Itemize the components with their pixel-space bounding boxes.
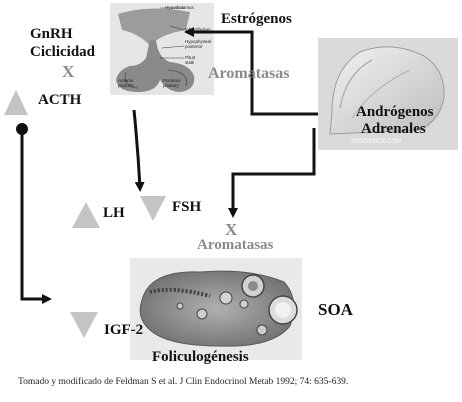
acth-to-ovary-arrow <box>20 129 52 304</box>
pituitary-to-fsh-arrow <box>132 109 145 192</box>
acth-up-triangle <box>4 90 28 115</box>
pituitary-label-posterior: posterior <box>185 44 203 49</box>
aromatasas-top-label: Aromatasas <box>208 65 290 82</box>
pituitary-image <box>110 3 214 95</box>
igf2-down-triangle <box>70 312 98 338</box>
estrogenos-label: Estrógenos <box>221 11 292 27</box>
pituitary-label-posterior-pituitary: pituitary <box>163 83 179 88</box>
source-caption: Tomado y modificado de Feldman S et al. … <box>18 377 349 387</box>
lh-up-triangle <box>72 202 100 228</box>
gnrh-label: GnRH <box>30 26 73 42</box>
pituitary-label-anterior-pituitary: pituitary <box>118 83 134 88</box>
pituitary-label-hypophyseal: Hypophyseal <box>185 39 212 44</box>
soa-label: SOA <box>318 300 353 319</box>
pituitary-label-hypothalamus: Hypothalamus <box>165 5 194 10</box>
pituitary-label-anterior: Anterior <box>118 78 134 83</box>
ovary-image <box>130 258 302 360</box>
adrenales-label: Adrenales <box>361 121 426 137</box>
pituitary-label-stalk: stalk <box>185 60 195 65</box>
acth-label: ACTH <box>38 92 82 108</box>
foliculogenesis-label: Foliculogénesis <box>152 349 249 365</box>
pituitary-label-infundibulum: Infundibulum <box>185 27 211 32</box>
fsh-label: FSH <box>172 199 202 215</box>
fsh-down-triangle <box>140 196 166 221</box>
ciclicidad-label: Ciclicidad <box>30 44 96 60</box>
androgenos-label: Andrógenos <box>356 104 434 120</box>
pituitary-label-posterior2: Posterior <box>163 78 182 83</box>
adrenal-to-aromatasas-arrow <box>228 128 316 218</box>
aromatasas-block-x: X <box>225 220 238 239</box>
igf2-label: IGF-2 <box>104 322 144 338</box>
aromatasas-mid-label: Aromatasas <box>197 237 274 253</box>
pituitary-label-pituit: Pituit <box>185 55 196 60</box>
adrenal-to-pituitary-arrow <box>184 27 318 116</box>
gnrh-block-x: X <box>62 62 75 81</box>
lh-label: LH <box>103 205 125 221</box>
adrenal-image <box>318 38 458 150</box>
watermark: 3DSCIENCE.COM <box>351 139 402 145</box>
